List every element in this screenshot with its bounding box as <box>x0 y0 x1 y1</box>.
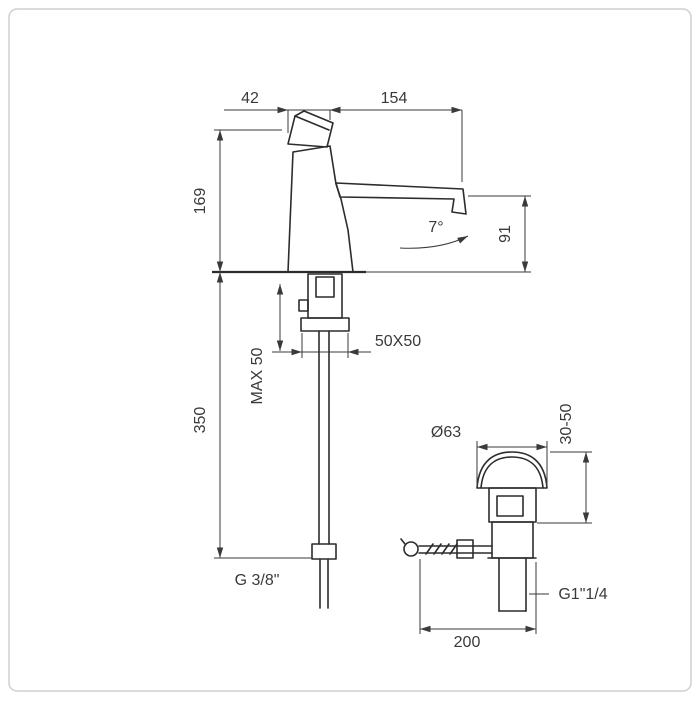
mounting-nut <box>300 317 350 332</box>
ball-stem <box>400 538 406 545</box>
faucet-body <box>287 145 354 273</box>
dimension-angle-7: 7° <box>399 219 469 249</box>
waste-cap-inner <box>480 456 544 489</box>
popup-waste-assembly <box>400 451 548 612</box>
label-waste-thread: G1"1/4 <box>529 586 608 603</box>
mounting-stud <box>298 299 309 312</box>
dim-max50-label: MAX 50 <box>249 347 266 404</box>
label-inlet-thread: G 3/8" <box>235 572 280 589</box>
faucet-handle-edge <box>294 115 330 131</box>
rod-ball-joint <box>403 541 419 557</box>
faucet-spout <box>335 182 467 215</box>
dim-154-label: 154 <box>381 90 408 107</box>
rod-hatch <box>441 543 450 555</box>
waste-cap <box>476 451 548 489</box>
faucet-handle <box>287 110 334 148</box>
page-frame <box>8 8 692 692</box>
dimension-max-50: MAX 50 <box>249 284 284 404</box>
hose-fitting <box>311 543 337 560</box>
faucet-elevation <box>212 110 467 274</box>
dimension-outlet-91: 91 <box>366 195 531 273</box>
shank-detail <box>315 276 335 298</box>
dimension-height-169: 169 <box>192 129 282 272</box>
waste-upper-body <box>488 487 537 523</box>
dim-50x50-label: 50X50 <box>375 333 421 350</box>
waste-window <box>496 495 524 517</box>
dim-91-label: 91 <box>497 225 514 243</box>
dim-42-label: 42 <box>241 90 259 107</box>
dimension-section-50x50: 50X50 <box>272 333 421 358</box>
rod-hatch <box>433 543 442 555</box>
waste-lower-body <box>491 521 534 559</box>
dimension-rod-200: 200 <box>419 559 537 651</box>
inlet-thread-label: G 3/8" <box>235 572 280 589</box>
dimension-top-width: 42 154 <box>224 90 463 182</box>
undercounter-assembly <box>298 273 350 609</box>
dimension-waste-diameter: Ø63 <box>431 424 548 486</box>
dim-7deg-label: 7° <box>428 219 443 236</box>
waste-thread-label: G1"1/4 <box>558 586 607 603</box>
dim-d63-label: Ø63 <box>431 424 461 441</box>
dimension-deck-range: 30-50 <box>537 403 592 524</box>
dim-200-label: 200 <box>454 634 481 651</box>
dim-3050-label: 30-50 <box>558 403 575 444</box>
rod-coupling <box>456 539 474 559</box>
dimension-hose-350: 350 <box>192 272 312 559</box>
dim-350-label: 350 <box>192 407 209 434</box>
dim-169-label: 169 <box>192 188 209 215</box>
rod-hatch <box>449 543 458 555</box>
mounting-shank <box>307 273 343 319</box>
rod-hatch <box>425 543 434 555</box>
